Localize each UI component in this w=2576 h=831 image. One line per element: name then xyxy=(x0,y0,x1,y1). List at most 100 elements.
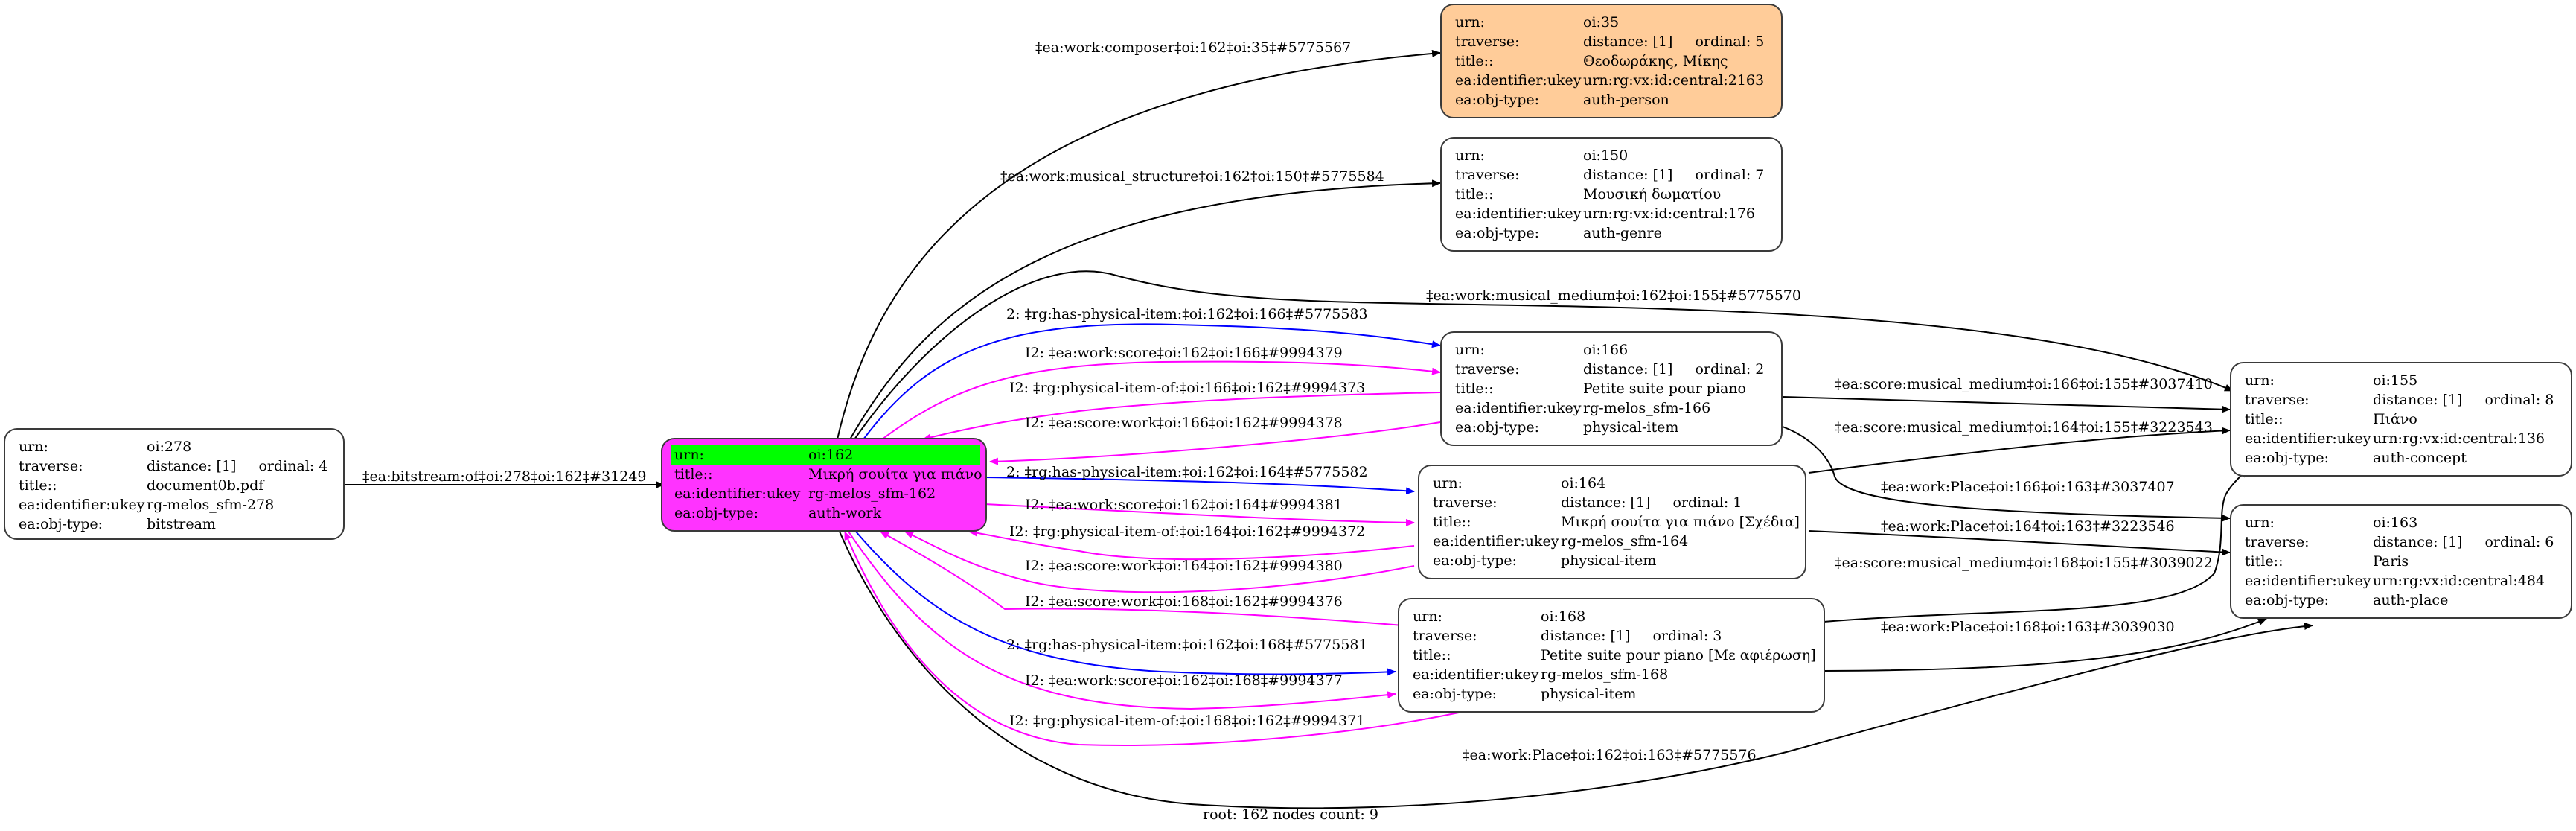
field-key: ea:identifier:ukey xyxy=(19,497,145,513)
edge-has-item-164[interactable] xyxy=(983,477,1415,495)
node-root-work-162[interactable]: urn:oi:162 title::Μικρή σουίτα για πιάνο… xyxy=(661,438,987,532)
node-physical-item-164[interactable]: urn:oi:164 traverse:distance: [1]ordinal… xyxy=(1418,465,1806,579)
edge-score-medium-164[interactable] xyxy=(1808,427,2231,474)
field-value: oi:155 xyxy=(2373,372,2418,389)
edge-physical-item-of-164[interactable] xyxy=(968,529,1415,561)
field-value: ordinal: 8 xyxy=(2484,392,2554,408)
edge-label: ‡ea:score:musical_medium‡oi:166‡oi:155‡#… xyxy=(1835,376,2213,392)
field-key: ea:obj-type: xyxy=(1413,686,1498,702)
field-value: rg-melos_sfm-278 xyxy=(147,497,275,513)
field-value: ordinal: 4 xyxy=(258,458,328,474)
field-objtype: ea:obj-type:physical-item xyxy=(1455,418,1771,437)
field-value: rg-melos_sfm-166 xyxy=(1583,400,1711,416)
field-key: urn: xyxy=(1413,608,1442,625)
field-value: ordinal: 6 xyxy=(2484,534,2554,550)
field-value: auth-place xyxy=(2373,592,2449,608)
field-value: document0b.pdf xyxy=(147,477,264,494)
field-urn: urn: oi:163 xyxy=(2245,513,2560,532)
edge-label: ‡ea:work:musical_medium‡oi:162‡oi:155‡#5… xyxy=(1426,287,1801,304)
edge-score-work-168[interactable] xyxy=(880,531,1404,626)
edge-work-musical-medium[interactable] xyxy=(854,270,2234,440)
field-key: urn: xyxy=(2245,372,2275,389)
edge-label: ‡ea:work:Place‡oi:164‡oi:163‡#3223546 xyxy=(1881,518,2175,535)
field-key: urn: xyxy=(1455,342,1485,358)
edge-label: ‡ea:work:Place‡oi:162‡oi:163‡#5775576 xyxy=(1463,747,1757,763)
field-key: ea:identifier:ukey xyxy=(2245,430,2371,447)
field-value: distance: [1] xyxy=(1541,628,1631,644)
edge-work-composer[interactable] xyxy=(837,49,1441,440)
field-value: ordinal: 3 xyxy=(1652,628,1722,644)
field-title: title::Petite suite pour piano [Με αφιέρ… xyxy=(1413,646,1816,665)
field-key: traverse: xyxy=(1413,628,1477,644)
edge-work-score-166[interactable] xyxy=(881,360,1441,440)
field-urn: urn:oi:150 xyxy=(1455,146,1771,165)
field-key: ea:identifier:ukey xyxy=(1455,206,1582,222)
edge-label: I2: ‡ea:work:score‡oi:162‡oi:166‡#999437… xyxy=(1025,345,1343,361)
edge-score-work-166[interactable] xyxy=(989,421,1441,465)
field-key: urn: xyxy=(1455,14,1485,31)
field-traverse: traverse:distance: [1]ordinal: 2 xyxy=(1455,360,1771,379)
field-value: Μικρή σουίτα για πιάνο xyxy=(808,466,982,483)
field-key: urn: xyxy=(2245,515,2275,531)
edge-work-score-164[interactable] xyxy=(983,503,1415,526)
field-value: ordinal: 1 xyxy=(1672,494,1742,511)
edge-label: ‡ea:work:Place‡oi:166‡oi:163‡#3037407 xyxy=(1881,479,2175,495)
node-physical-item-166[interactable]: urn:oi:166 traverse:distance: [1]ordinal… xyxy=(1440,331,1783,446)
field-title: title::Paris xyxy=(2245,552,2560,571)
edge-label: I2: ‡rg:physical-item-of:‡oi:166‡oi:162‡… xyxy=(1009,380,1365,396)
field-value: distance: [1] xyxy=(1583,167,1673,183)
field-value: oi:168 xyxy=(1541,608,1586,625)
edge-work-place-162[interactable] xyxy=(839,531,2313,809)
node-person-35[interactable]: urn:oi:35 traverse:distance: [1]ordinal:… xyxy=(1440,4,1783,118)
field-key: ea:obj-type: xyxy=(1455,419,1540,436)
node-genre-150[interactable]: urn:oi:150 traverse:distance: [1]ordinal… xyxy=(1440,137,1783,252)
edge-has-item-166[interactable] xyxy=(863,323,1441,440)
field-value: distance: [1] xyxy=(1583,34,1673,50)
edge-work-place-164[interactable] xyxy=(1808,530,2231,556)
node-place-163[interactable]: urn:oi:163 traverse:distance: [1]ordinal… xyxy=(2230,504,2572,619)
field-key: ea:identifier:ukey xyxy=(1433,533,1559,550)
field-title: title::Πιάνο xyxy=(2245,410,2560,429)
edge-physical-item-of-168[interactable] xyxy=(844,531,1460,746)
field-key: title:: xyxy=(1455,53,1494,69)
edge-work-place-168[interactable] xyxy=(1823,618,2267,672)
field-value: distance: [1] xyxy=(2373,392,2463,408)
node-bitstream-278[interactable]: urn:oi:278 traverse:distance: [1]ordinal… xyxy=(4,428,345,540)
edge-work-place-166[interactable] xyxy=(1782,426,2231,522)
node-physical-item-168[interactable]: urn: oi:168 traverse: distance: [1] ordinal… xyxy=(1398,598,1825,713)
field-value: auth-genre xyxy=(1583,225,1662,241)
field-value: rg-melos_sfm-164 xyxy=(1561,533,1689,550)
field-key: ea:obj-type: xyxy=(2245,592,2330,608)
edge-score-medium-166[interactable] xyxy=(1782,396,2231,413)
field-value: Paris xyxy=(2373,553,2409,570)
edge-physical-item-of-166[interactable] xyxy=(922,392,1441,442)
field-objtype: ea:obj-type:auth-concept xyxy=(2245,448,2560,468)
edge-work-musical-structure[interactable] xyxy=(849,179,1441,440)
edge-has-item-168[interactable] xyxy=(855,531,1396,676)
field-objtype: ea:obj-type: auth-place xyxy=(2245,590,2560,610)
field-key: traverse: xyxy=(1455,34,1520,50)
field-value: distance: [1] xyxy=(1561,494,1651,511)
field-traverse: traverse:distance: [1]ordinal: 8 xyxy=(2245,390,2560,410)
field-objtype: ea:obj-type:auth-work xyxy=(671,503,975,523)
field-urn: urn:oi:166 xyxy=(1455,340,1771,360)
field-key: traverse: xyxy=(1455,361,1520,378)
field-key: traverse: xyxy=(1455,167,1520,183)
edge-work-score-168[interactable] xyxy=(848,531,1396,710)
field-urn: urn:oi:162 xyxy=(671,445,980,465)
field-value: distance: [1] xyxy=(1583,361,1673,378)
field-value: oi:163 xyxy=(2373,515,2418,531)
edge-label: ‡ea:work:composer‡oi:162‡oi:35‡#5775567 xyxy=(1035,39,1351,56)
edge-label: I2: ‡ea:score:work‡oi:168‡oi:162‡#999437… xyxy=(1025,593,1343,610)
field-value: oi:150 xyxy=(1583,147,1629,164)
edge-score-work-164[interactable] xyxy=(904,531,1415,593)
node-concept-155[interactable]: urn:oi:155 traverse:distance: [1]ordinal… xyxy=(2230,362,2572,477)
field-value: ordinal: 5 xyxy=(1695,34,1765,50)
edge-score-medium-168[interactable] xyxy=(1823,468,2249,623)
edge-label: 2: ‡rg:has-physical-item:‡oi:162‡oi:166‡… xyxy=(1006,306,1368,322)
